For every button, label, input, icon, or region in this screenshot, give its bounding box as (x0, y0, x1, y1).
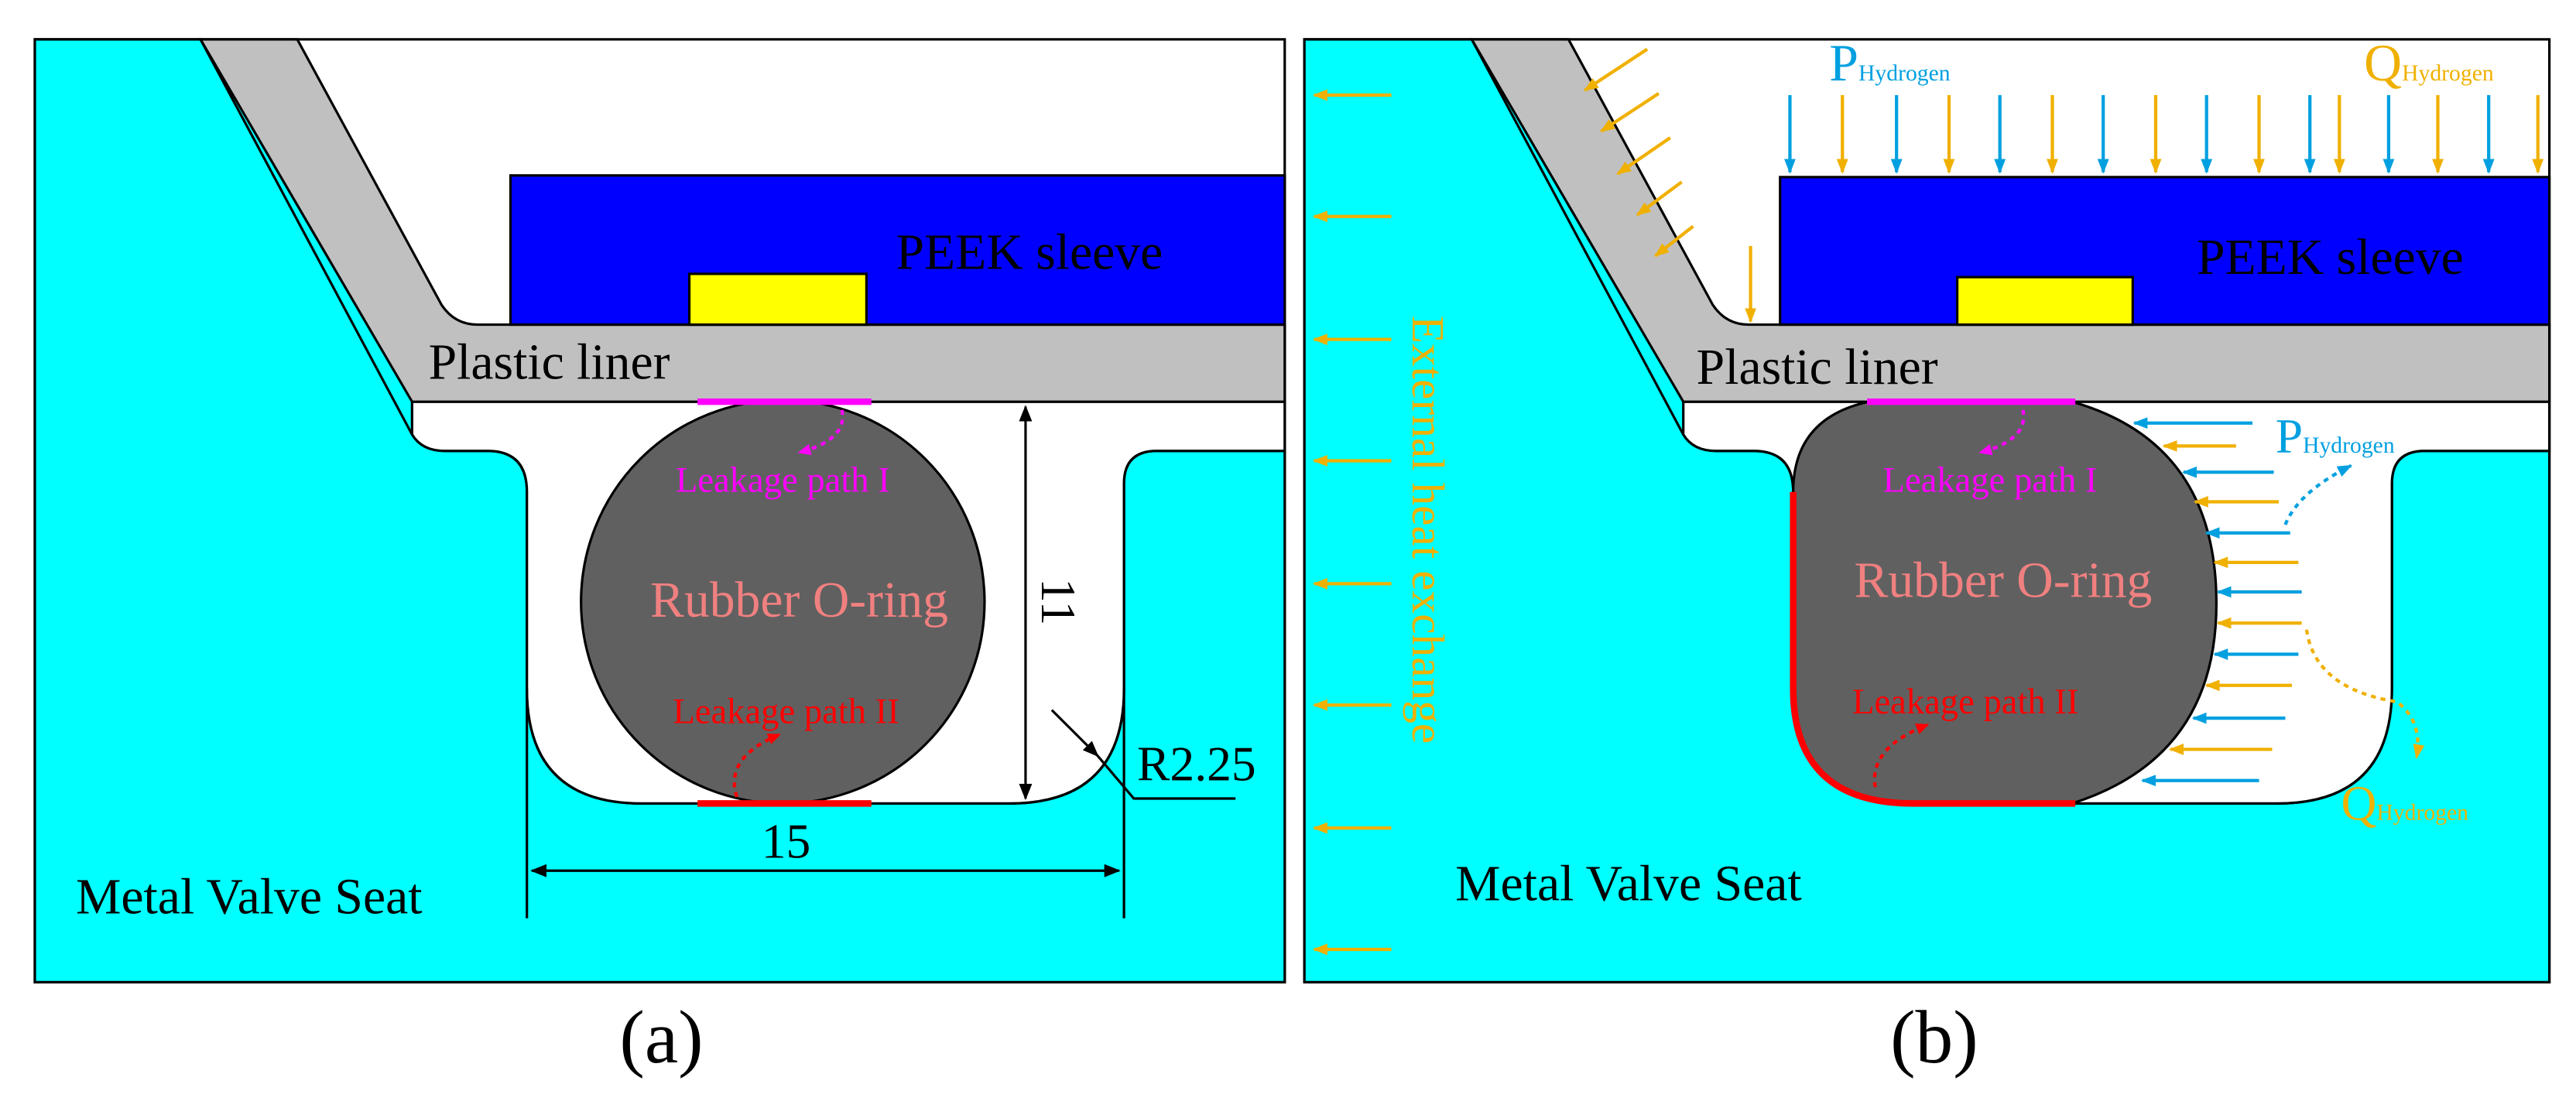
panel-a-leak1-label: Leakage path I (676, 460, 890, 501)
panel-b-p-side-label: PHydrogen (2276, 409, 2395, 463)
panel-b-oring (1792, 400, 2218, 805)
panel-b-leak2-label: Leakage path II (1852, 682, 2078, 722)
panel-a-liner (198, 38, 1286, 403)
panel-b-seat-label: Metal Valve Seat (1455, 855, 1802, 911)
panel-a-dim-radius-leader (1050, 709, 1099, 758)
panel-a-seat-label: Metal Valve Seat (76, 868, 423, 925)
panel-b-leak1-label: Leakage path I (1883, 460, 2098, 501)
panel-a-dim-radius-line (1096, 754, 1236, 800)
panel-b-p-top-label: PHydrogen (1829, 34, 1950, 92)
panel-a-oring-label: Rubber O-ring (650, 572, 948, 628)
panel-b-caption: (b) (1890, 996, 1978, 1079)
panel-b-liner (1469, 38, 2551, 403)
panel-a-dim-width: 15 (762, 813, 811, 868)
panel-a-insert (687, 272, 868, 327)
panel-b-leak2-line (1790, 491, 2076, 807)
panel-a: PEEK sleeve Plastic liner Leakage path I… (33, 38, 1286, 1079)
panel-a-peek-label: PEEK sleeve (896, 224, 1163, 281)
panel-b-heat-arrows (1312, 89, 1392, 956)
panel-b-peek-sleeve (1779, 176, 2551, 327)
panel-a-caption: (a) (619, 996, 703, 1079)
panel-b: PEEK sleeve Plastic liner Leakage path I… (1303, 34, 2551, 1079)
panel-a-dim-radius: R2.25 (1137, 737, 1256, 792)
panel-b-oring-label: Rubber O-ring (1854, 552, 2152, 608)
panel-a-peek-sleeve (509, 174, 1286, 327)
panel-a-dim-height: 11 (1031, 578, 1086, 625)
panel-b-q-top-label: QHydrogen (2364, 34, 2494, 92)
panel-b-slope-heat-arrows (1583, 47, 1757, 323)
panel-b-top-arrows (1784, 94, 2544, 174)
panel-b-peek-label: PEEK sleeve (2197, 229, 2464, 286)
panel-b-liner-label: Plastic liner (1697, 339, 1938, 395)
panel-b-insert (1956, 275, 2134, 327)
panel-b-heat-label: External heat exchange (1403, 316, 1454, 744)
panel-a-liner-label: Plastic liner (429, 334, 670, 391)
panel-a-leak2-label: Leakage path II (673, 692, 899, 732)
panel-b-q-side-label: QHydrogen (2341, 776, 2468, 831)
panel-b-side-arrows (2132, 417, 2302, 787)
panel-a-leak2-arrow (732, 733, 782, 798)
